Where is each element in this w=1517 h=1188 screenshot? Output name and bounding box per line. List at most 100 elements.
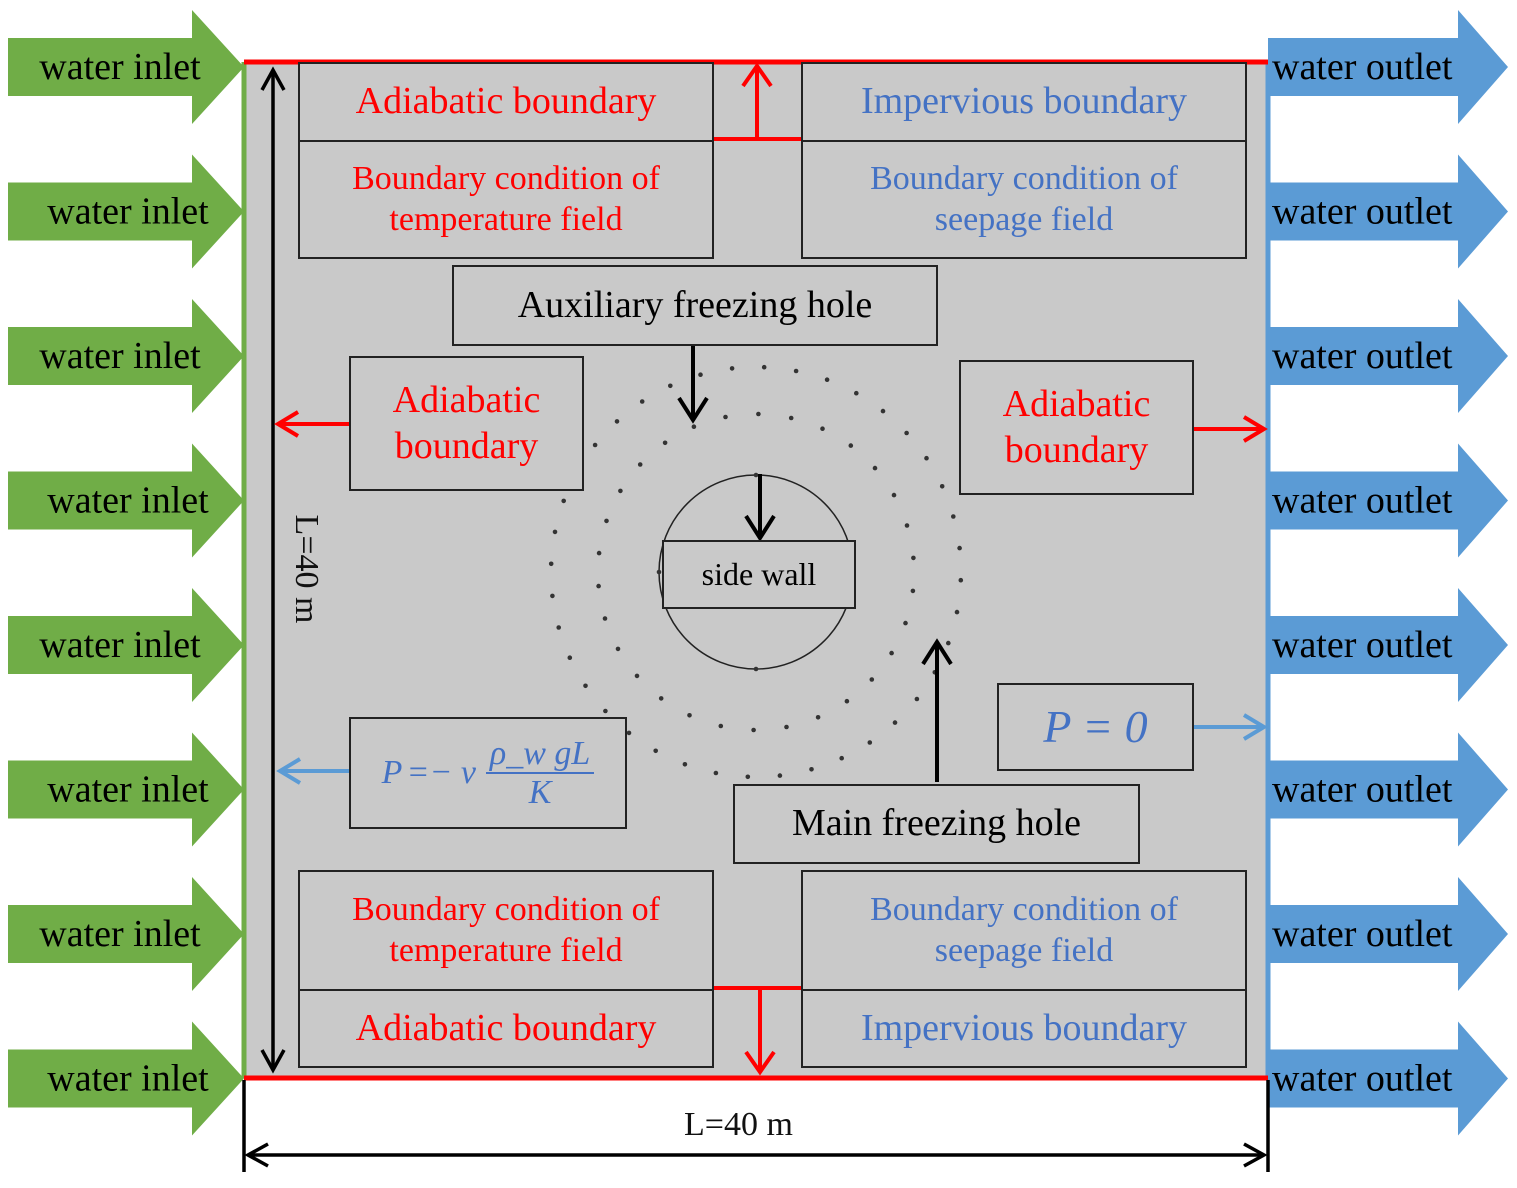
left-adiabatic-arrow-head <box>274 410 300 438</box>
main-pointer-arrow <box>921 638 953 666</box>
freezing-hole-dot <box>872 465 878 471</box>
outlet-label: water outlet <box>1272 480 1453 522</box>
freezing-hole-dot <box>839 755 844 761</box>
freezing-hole-dot <box>951 514 956 519</box>
freezing-hole-dot <box>946 640 951 646</box>
top-seepage-bc-text: Boundary condition of seepage field <box>870 159 1178 238</box>
freezing-hole-dot <box>745 774 751 780</box>
freezing-hole-dot <box>592 442 598 448</box>
top-seepage-bc-box: Boundary condition of seepage field <box>801 140 1247 259</box>
freezing-hole-dot <box>637 462 643 467</box>
outlet-arrow <box>1268 154 1508 269</box>
outlet-label: water outlet <box>1272 624 1453 666</box>
outlet-label: water outlet <box>1272 769 1453 811</box>
main-hole-box: Main freezing hole <box>733 784 1140 864</box>
freezing-hole-dot <box>854 390 859 396</box>
right-adiabatic-box: Adiabatic boundary <box>959 360 1194 495</box>
right-adiabatic-arrow-head <box>1242 415 1268 443</box>
freezing-hole-dot <box>604 518 609 524</box>
freezing-hole-dot <box>761 364 767 370</box>
freezing-hole-dot <box>844 698 850 704</box>
inlet-arrow <box>8 877 244 991</box>
freezing-hole-dot <box>820 426 825 432</box>
outlet-arrow <box>1268 299 1508 413</box>
freezing-hole-dot <box>602 616 608 621</box>
freezing-holes <box>548 364 964 780</box>
top-temperature-bc-text: Boundary condition of temperature field <box>352 159 660 238</box>
freezing-hole-dot <box>698 372 703 378</box>
freezing-hole-dot <box>713 770 719 776</box>
inlet-label: water inlet <box>47 769 209 811</box>
outlet-label: water outlet <box>1272 191 1453 233</box>
inlet-arrows: water inlet water inlet water inlet water i… <box>8 10 244 1136</box>
top-impervious-text: Impervious boundary <box>860 80 1188 123</box>
freezing-hole-dot <box>954 609 960 615</box>
inlet-label: water inlet <box>39 913 201 955</box>
freezing-hole-dot <box>880 408 886 414</box>
side-wall-text: side wall <box>701 556 817 593</box>
bottom-pointer-arrow <box>744 1050 776 1076</box>
freezing-hole-dot <box>626 730 632 736</box>
freezing-hole-dot <box>903 620 908 626</box>
outlet-arrow <box>1268 877 1508 991</box>
freezing-hole-dot <box>756 411 761 417</box>
width-dimension-arrow-left <box>244 1142 269 1168</box>
freezing-hole-dot <box>634 673 640 679</box>
outlet-label: water outlet <box>1272 335 1453 377</box>
inlet-arrow <box>8 10 244 124</box>
freezing-hole-dot <box>723 414 728 420</box>
right-pressure-formula-text: P = 0 <box>1043 701 1148 753</box>
formula-denominator: K <box>528 774 552 811</box>
outlet-label: water outlet <box>1272 1058 1453 1100</box>
inlet-arrow <box>8 1021 244 1136</box>
outlet-label: water outlet <box>1272 913 1453 955</box>
outlet-arrow <box>1268 10 1508 124</box>
inlet-label: water inlet <box>47 1058 209 1100</box>
inlet-arrow <box>8 443 244 558</box>
bottom-seepage-bc-text: Boundary condition of seepage field <box>870 890 1178 969</box>
left-pressure-formula-box: P =− v ρ_w gL K <box>349 717 627 829</box>
freezing-hole-dot <box>653 748 658 754</box>
bottom-adiabatic-box: Adiabatic boundary <box>298 989 714 1068</box>
freezing-hole-dot <box>753 666 759 672</box>
width-dimension-label: L=40 m <box>684 1106 793 1143</box>
freezing-hole-dot <box>892 720 898 725</box>
freezing-hole-dot <box>556 625 561 630</box>
freezing-hole-dot <box>567 655 573 660</box>
left-adiabatic-box: Adiabatic boundary <box>349 356 584 491</box>
height-dimension-arrow-top <box>260 66 286 91</box>
freezing-hole-dot <box>718 723 724 729</box>
formula-P: P <box>381 753 403 791</box>
top-adiabatic-text: Adiabatic boundary <box>355 80 657 123</box>
right-pressure-formula-box: P = 0 <box>997 683 1194 771</box>
formula-numerator: ρ_w gL <box>485 735 595 774</box>
right-pressure-arrow-head <box>1242 713 1268 741</box>
freezing-hole-dot <box>957 545 962 551</box>
inlet-label: water inlet <box>39 335 201 377</box>
height-dimension-arrow-bottom <box>260 1049 286 1074</box>
auxiliary-pointer-arrow <box>677 396 709 424</box>
outlet-arrow <box>1268 443 1508 558</box>
freezing-hole-dot <box>793 368 799 374</box>
sidewall-pointer-arrow <box>744 514 776 542</box>
outlet-label: water outlet <box>1272 46 1453 88</box>
inlet-arrow <box>8 588 244 702</box>
freezing-hole-dot <box>550 593 555 599</box>
top-adiabatic-box: Adiabatic boundary <box>298 62 714 142</box>
auxiliary-hole-box: Auxiliary freezing hole <box>452 265 938 346</box>
freezing-hole-dot <box>596 550 602 556</box>
left-pressure-arrow-head <box>276 757 302 785</box>
outlet-arrow <box>1268 1021 1508 1136</box>
outlet-arrow <box>1268 588 1508 702</box>
side-wall-box: side wall <box>662 540 856 609</box>
freezing-hole-dot <box>815 715 821 720</box>
freezing-hole-dot <box>639 399 645 404</box>
freezing-hole-dot <box>924 455 929 461</box>
inlet-label: water inlet <box>39 624 201 666</box>
freezing-hole-dot <box>751 727 756 733</box>
inlet-label: water inlet <box>47 191 209 233</box>
freezing-hole-dot <box>552 529 558 535</box>
freezing-hole-dot <box>784 724 789 730</box>
width-dimension-arrow-right <box>1243 1142 1268 1168</box>
inlet-arrow <box>8 732 244 847</box>
